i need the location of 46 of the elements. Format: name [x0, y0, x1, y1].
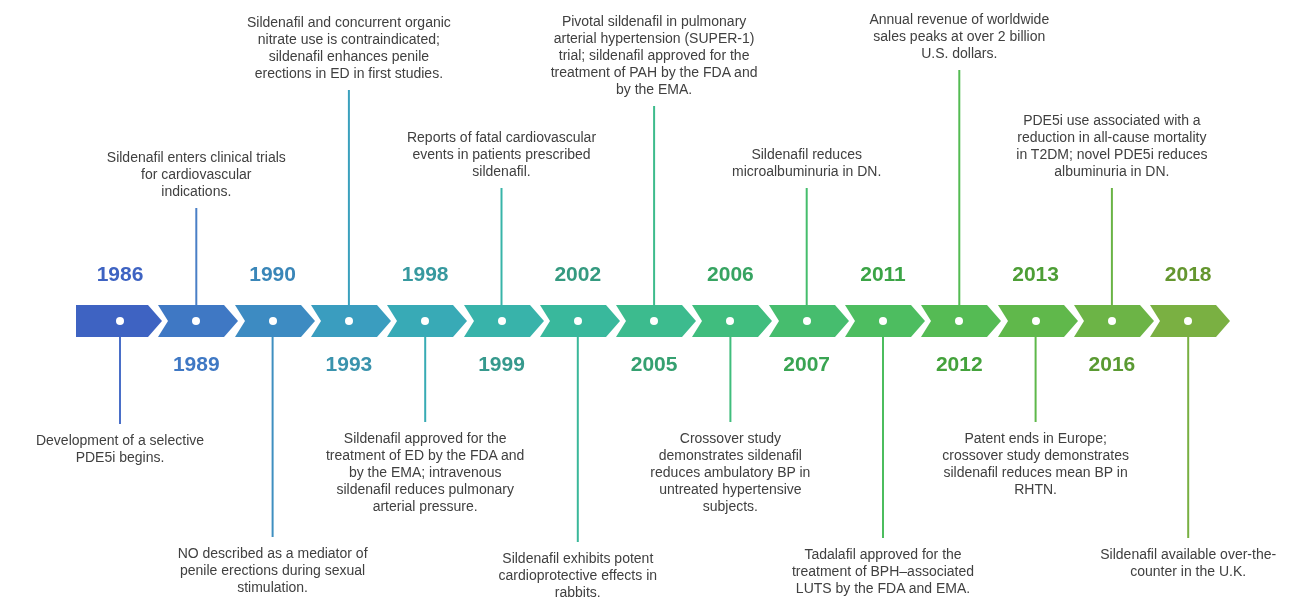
- leader-line: [500, 187, 503, 306]
- year-label: 1986: [95, 262, 145, 286]
- leader-line: [653, 105, 656, 306]
- event-text: Sildenafil exhibits potent cardioprotective effects in rabbits.: [482, 550, 673, 601]
- event-text: Development of a selective PDE5i begins.: [20, 432, 220, 466]
- leader-line: [271, 336, 274, 538]
- year-label: 2007: [782, 352, 832, 376]
- leader-line: [119, 336, 121, 425]
- year-label: 1999: [477, 352, 526, 376]
- event-text: Sildenafil and concurrent organic nitrate use is contraindicated; sildenafil enhances penile erections in ED in first studies.: [241, 14, 457, 82]
- event-text: Sildenafil reduces microalbuminuria in DN.: [711, 146, 902, 180]
- year-label: 2018: [1163, 262, 1213, 286]
- event-text: Sildenafil available over-the-counter in the U.K.: [1093, 546, 1284, 580]
- event-text: Sildenafil approved for the treatment of ED by the FDA and by the EMA; intravenous sildenafil reduces pulmonary arterial pressure.: [320, 430, 531, 515]
- year-label: 2002: [553, 262, 603, 286]
- leader-line: [195, 207, 198, 306]
- leader-line: [805, 187, 808, 306]
- event-text: Tadalafil approved for the treatment of BPH–associated LUTS by the FDA and EMA.: [783, 546, 983, 597]
- event-text: Patent ends in Europe; crossover study demonstrates sildenafil reduces mean BP in RHTN.: [940, 430, 1131, 498]
- year-label: 1993: [324, 352, 374, 376]
- event-text: Pivotal sildenafil in pulmonary arterial hypertension (SUPER-1) trial; sildenafil approved for the treatment of PAH by the FDA and by the EMA.: [549, 13, 760, 98]
- leader-line: [958, 69, 961, 306]
- year-label: 1990: [248, 262, 297, 286]
- leader-line: [1034, 336, 1037, 423]
- year-label: 1989: [171, 352, 221, 376]
- leader-line: [576, 336, 579, 543]
- year-label: 2011: [859, 262, 907, 286]
- leader-line: [424, 336, 427, 423]
- event-text: PDE5i use associated with a reduction in all-cause mortality in T2DM; novel PDE5i reduces albuminuria in DN.: [1011, 112, 1212, 180]
- year-label: 2016: [1087, 352, 1137, 376]
- chevron-segment: [76, 305, 162, 337]
- event-text: Reports of fatal cardiovascular events in patients prescribed sildenafil.: [401, 129, 602, 180]
- event-text: Annual revenue of worldwide sales peaks at over 2 billion U.S. dollars.: [864, 11, 1055, 62]
- leader-line: [347, 89, 350, 306]
- event-text: Sildenafil enters clinical trials for cardiovascular indications.: [106, 149, 287, 200]
- year-label: 2006: [706, 262, 755, 286]
- year-label: 2012: [934, 352, 984, 376]
- year-label: 2005: [629, 352, 679, 376]
- year-label: 1998: [400, 262, 450, 286]
- leader-line: [882, 336, 884, 539]
- year-label: 2013: [1011, 262, 1060, 286]
- leader-line: [1110, 187, 1113, 306]
- event-text: NO described as a mediator of penile erections during sexual stimulation.: [162, 545, 383, 596]
- event-text: Crossover study demonstrates sildenafil reduces ambulatory BP in untreated hypertensive subjects.: [640, 430, 821, 515]
- leader-line: [1187, 336, 1190, 539]
- leader-line: [729, 336, 732, 423]
